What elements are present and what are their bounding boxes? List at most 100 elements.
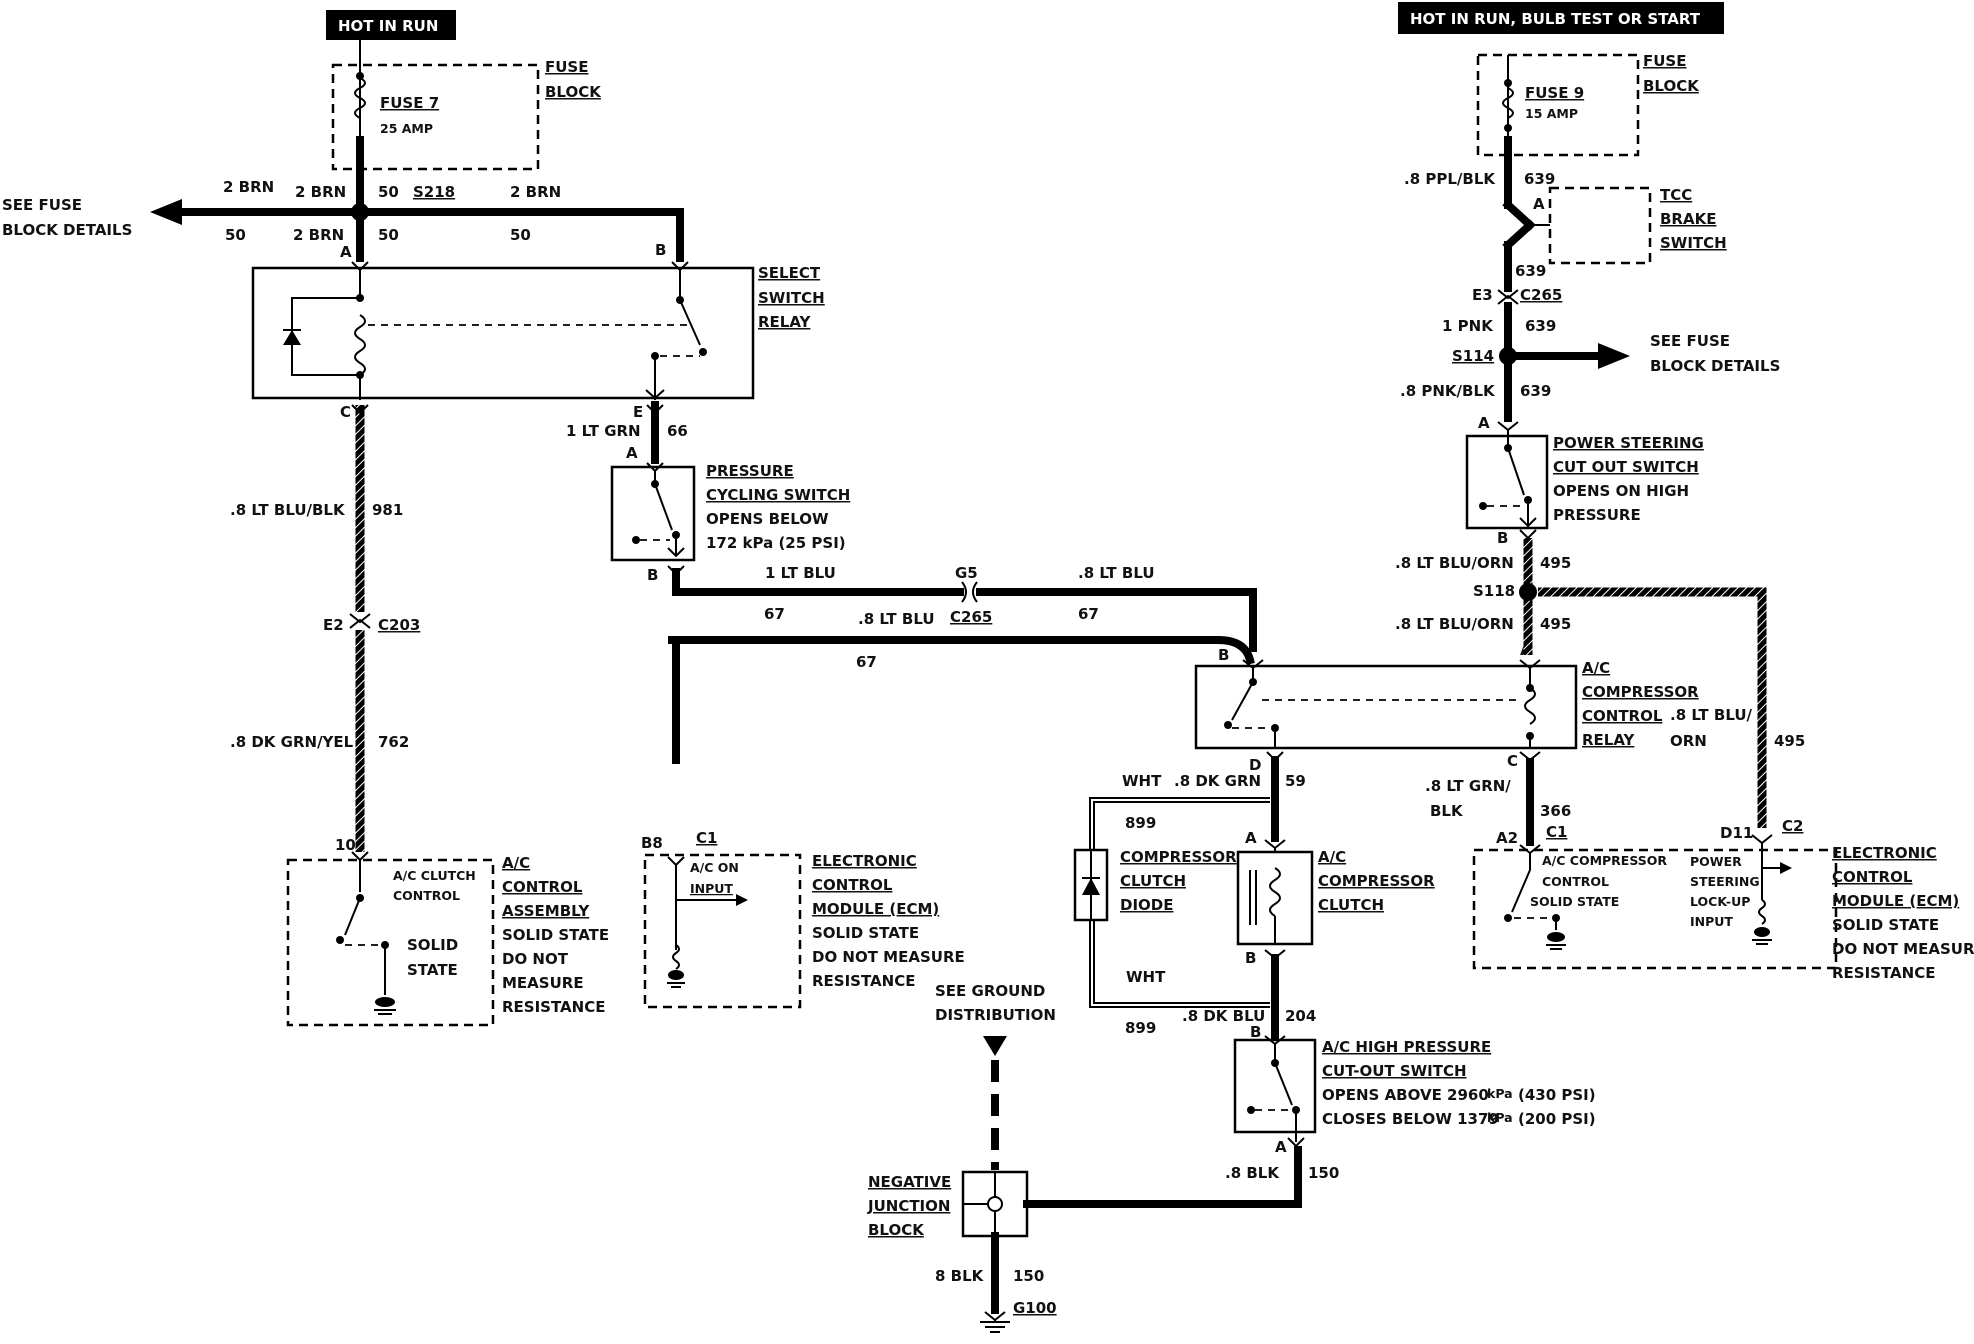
wire-150-color: .8 BLK [1225,1164,1280,1182]
ecm-right-input-2: CONTROL [1542,874,1609,889]
ac-high-pressure-switch: B A A/C HIGH PRESSURE CUT-OUT SWITCH OPE… [1233,1023,1596,1156]
wire-762: .8 DK GRN/YEL 762 [230,630,409,852]
wire-67-lower-circuit: 67 [856,653,877,671]
select-relay-label-2: SWITCH [758,289,825,307]
comp-relay-pin-d: D [1249,756,1261,774]
comp-relay-label-2: COMPRESSOR [1582,683,1699,701]
ecm-right-label-3: MODULE (ECM) [1832,892,1959,910]
ecm-right-label-6: RESISTANCE [1832,964,1935,982]
tcc-label-1: TCC [1660,186,1692,204]
select-relay-label-3: RELAY [758,313,812,331]
hp-switch-label-3-psi: (430 PSI) [1518,1086,1596,1104]
connector-c265-right: 639 E3 C265 [1472,262,1562,305]
wire-639-color: .8 PPL/BLK [1404,170,1496,188]
hp-switch-label-3-unit: kPa [1487,1086,1513,1101]
ac-control-label-5: DO NOT [502,950,569,968]
c265-right-name: C265 [1520,286,1562,304]
ecm-left-label-1: ELECTRONIC [812,852,917,870]
ps-switch-label-4: PRESSURE [1553,506,1641,524]
wire-495: .8 LT BLU/ORN 495 S118 .8 LT BLU/ORN 495… [1395,529,1805,828]
ecm-right-ps-1: POWER [1690,854,1742,869]
ac-control-inner-1: A/C CLUTCH [393,868,476,883]
pressure-switch-pin-a: A [626,444,638,462]
wire-drop-circuit: 50 [378,226,399,244]
ecm-left-input-1: A/C ON [690,860,739,875]
ecm-right-ps-3: LOCK-UP [1690,894,1750,909]
wire-204: .8 DK BLU 204 [1182,954,1316,1040]
ecm-right-pin-c1: C1 [1546,823,1567,841]
ecm-left-pin-c1: C1 [696,829,717,847]
ac-control-solid-1: SOLID [407,936,458,954]
g100-name: G100 [1013,1299,1057,1317]
g100-wire-color: 8 BLK [935,1267,985,1285]
diode-label-2: CLUTCH [1120,872,1186,890]
ac-compressor-control-relay: A B C D A/C COMPRESSOR CONTROL RELAY [1194,641,1699,774]
wire-67-top-circuit: 67 [764,605,785,623]
wire-67-lower-color: .8 LT BLU [858,610,935,628]
wire-495-circuit-2: 495 [1540,615,1571,633]
ecm-right-label-4: SOLID STATE [1832,916,1939,934]
ac-control-label-6: MEASURE [502,974,584,992]
ac-compressor-clutch: A B A/C COMPRESSOR CLUTCH [1236,829,1435,967]
c203-pin: E2 [323,616,344,634]
hp-switch-label-4-unit: kPa [1487,1110,1513,1125]
left-see-fuse-1: SEE FUSE [2,196,82,214]
ecm-left-label-5: DO NOT MEASURE [812,948,965,966]
ecm-right-label-1: ELECTRONIC [1832,844,1937,862]
wire-67-g5: G5 [955,564,978,582]
ecm-right-input-3: SOLID STATE [1530,894,1619,909]
pressure-switch-pin-b: B [647,566,658,584]
ps-switch-label-3: OPENS ON HIGH [1553,482,1689,500]
wire-left-color: 2 BRN [223,178,274,196]
header-hot-in-run: HOT IN RUN [326,10,456,40]
wire-pnkblk-color: .8 PNK/BLK [1400,382,1496,400]
wire-66-color: 1 LT GRN [566,422,641,440]
ac-control-solid-2: STATE [407,961,458,979]
power-steering-cutout-switch: A B POWER STEERING CUT OUT SWITCH OPENS … [1465,414,1704,547]
wire-left-circuit: 50 [225,226,246,244]
ac-control-label-4: SOLID STATE [502,926,609,944]
wire-495-circuit-1: 495 [1540,554,1571,572]
header-hot-bulb-start: HOT IN RUN, BULB TEST OR START [1398,2,1724,34]
connector-c203: E2 C203 [323,613,420,634]
wire-66: 1 LT GRN 66 [566,401,688,464]
ac-clutch-pin-a: A [1245,829,1257,847]
right-see-fuse-1: SEE FUSE [1650,332,1730,350]
hp-switch-pin-a: A [1275,1138,1287,1156]
diode-wht: WHT [1126,968,1166,986]
wire-67-right-color: .8 LT BLU [1078,564,1155,582]
tcc-brake-switch: A TCC BRAKE SWITCH [1521,186,1727,265]
wire-366-circuit: 366 [1540,802,1571,820]
wire-981-color: .8 LT BLU/BLK [230,501,346,519]
ground-dist-1: SEE GROUND [935,982,1045,1000]
wire-59-circuit: 59 [1285,772,1306,790]
pressure-switch-label-4: 172 kPa (25 PSI) [706,534,846,552]
fuse9-rating: 15 AMP [1525,106,1578,121]
wire-59: WHT .8 DK GRN 59 [1122,751,1306,842]
c265-right-circuit: 639 [1515,262,1546,280]
wire-366: .8 LT GRN/ BLK 366 [1425,751,1571,846]
splice-s218-dot [351,203,369,221]
wire-59-wht: WHT [1122,772,1162,790]
ac-control-assembly: 10 A/C CLUTCH CONTROL SOLID STATE A/C CO… [286,836,609,1027]
fuse7-rating: 25 AMP [380,121,433,136]
neg-junction-label-2: JUNCTION [867,1197,950,1215]
wire-366-color-1: .8 LT GRN/ [1425,777,1511,795]
left-see-fuse-2: BLOCK DETAILS [2,221,132,239]
wire-762-color: .8 DK GRN/YEL [230,733,354,751]
diode-label-1: COMPRESSOR [1120,848,1237,866]
ac-control-pin: 10 [335,836,356,854]
g100-wire-circuit: 150 [1013,1267,1044,1285]
tcc-pin: A [1533,195,1545,213]
select-relay-pin-c: C [340,403,351,421]
ac-clutch-label-3: CLUTCH [1318,896,1384,914]
fuse9-block-label-1: FUSE [1643,52,1686,70]
ac-control-label-2: CONTROL [502,878,583,896]
ecm-left-label-3: MODULE (ECM) [812,900,939,918]
wire-right-circuit: 50 [510,226,531,244]
ac-clutch-label-2: COMPRESSOR [1318,872,1435,890]
ground-g100: 8 BLK 150 G100 [935,1267,1057,1333]
wire-mid-color: 2 BRN [295,183,346,201]
wire-495-circuit-3: 495 [1774,732,1805,750]
